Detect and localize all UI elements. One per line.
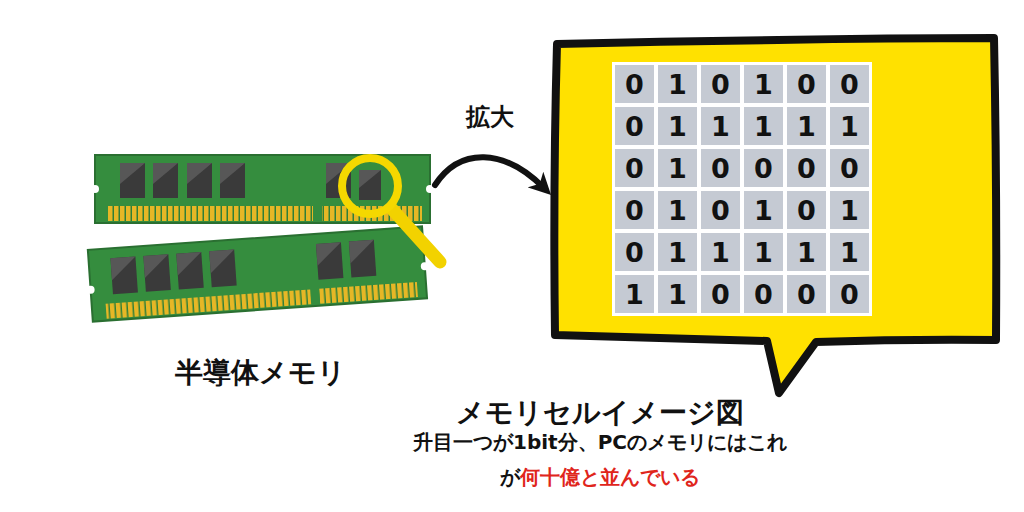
bit-cell: 0	[615, 107, 654, 145]
bit-cell: 1	[658, 65, 697, 103]
bit-cell: 1	[744, 233, 783, 271]
bit-cell: 1	[658, 149, 697, 187]
bit-cell: 1	[744, 65, 783, 103]
bit-cell: 0	[830, 65, 869, 103]
memory-chip	[110, 240, 376, 294]
bit-cell: 1	[701, 233, 740, 271]
emphasis-text: 何十億と並んでいる	[520, 465, 700, 489]
note-text: が	[500, 465, 520, 489]
bit-cell: 0	[615, 191, 654, 229]
ram-stick	[91, 155, 434, 223]
bit-cell: 1	[830, 191, 869, 229]
bit-grid: 010100011111010000010101011111110000	[612, 62, 872, 316]
bit-cell: 1	[787, 233, 826, 271]
bit-cell: 0	[701, 275, 740, 313]
bit-cell: 1	[658, 233, 697, 271]
bit-cell: 1	[787, 107, 826, 145]
bit-cell: 1	[658, 275, 697, 313]
magnifier	[342, 158, 440, 262]
bit-cell: 1	[744, 107, 783, 145]
bit-cell: 0	[787, 191, 826, 229]
bit-cell: 1	[744, 191, 783, 229]
figure-title: メモリセルイメージ図	[300, 395, 900, 431]
bit-cell: 0	[615, 233, 654, 271]
speech-bubble: 010100011111010000010101011111110000メモリセ…	[548, 35, 1000, 360]
memory-module: 半導体メモリ	[85, 150, 435, 390]
bit-cell: 0	[787, 275, 826, 313]
bit-cell: 0	[701, 191, 740, 229]
bit-cell: 0	[615, 149, 654, 187]
bit-cell: 0	[615, 65, 654, 103]
bit-cell: 0	[830, 275, 869, 313]
bit-cell: 0	[787, 65, 826, 103]
bit-cell: 0	[830, 149, 869, 187]
ram-stick	[84, 226, 431, 322]
bubble-shape	[554, 38, 996, 393]
bit-cell: 0	[787, 149, 826, 187]
bit-cell: 1	[701, 107, 740, 145]
bit-cell: 1	[658, 191, 697, 229]
bit-cell: 1	[830, 107, 869, 145]
part-name: 半導体メモリ	[85, 355, 435, 391]
arrow-label: 拡大	[466, 103, 514, 131]
bit-cell: 0	[701, 149, 740, 187]
bit-cell: 0	[744, 149, 783, 187]
bit-cell: 0	[701, 65, 740, 103]
bit-cell: 1	[658, 107, 697, 145]
bit-cell: 1	[615, 275, 654, 313]
bit-cell: 0	[744, 275, 783, 313]
note-line: が何十億と並んでいる	[250, 463, 950, 491]
zoom-arrow	[435, 157, 544, 188]
bit-cell: 1	[830, 233, 869, 271]
note-line: 升目一つが1bit分、PCのメモリにはこれ	[250, 428, 950, 456]
